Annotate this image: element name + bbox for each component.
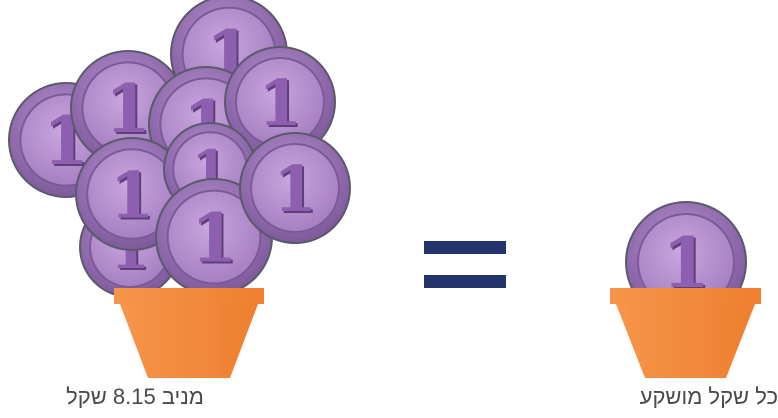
left-coin-10: 11: [240, 133, 350, 243]
right-caption: כל שקל מושקע: [560, 384, 778, 410]
svg-text:1: 1: [258, 66, 302, 140]
coin-pile: 11111111111111111111: [9, 0, 350, 297]
svg-text:1: 1: [191, 198, 238, 277]
svg-text:1: 1: [105, 70, 151, 148]
left-caption: מניב 8.15 שקל: [0, 384, 270, 410]
flower-pot-left: [114, 288, 264, 378]
svg-text:1: 1: [110, 159, 155, 234]
equals-sign: [424, 241, 506, 288]
flower-pot-right: [610, 288, 761, 378]
svg-text:1: 1: [273, 152, 317, 226]
